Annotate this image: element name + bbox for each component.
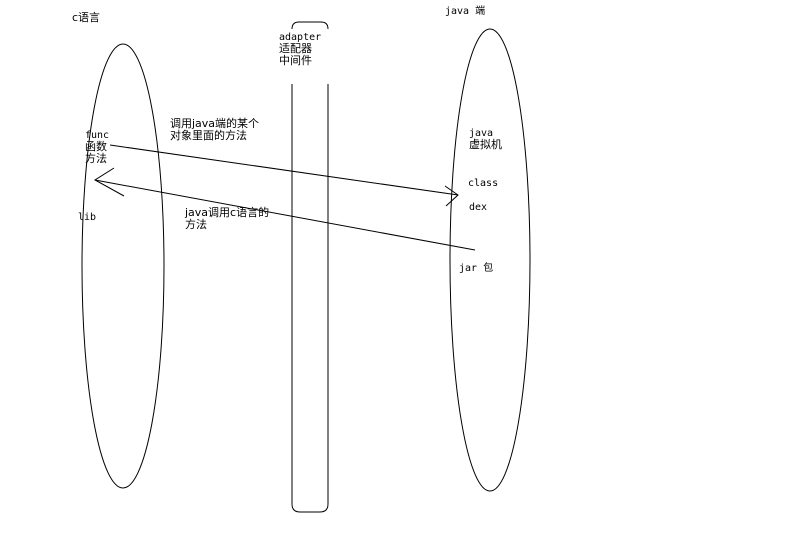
- c-to-java-label-2: 对象里面的方法: [170, 129, 247, 142]
- jar-label: jar 包: [459, 263, 494, 274]
- c-to-java-label-1: 调用java端的某个: [170, 117, 260, 130]
- java-vm-label: java: [469, 128, 494, 139]
- class-label: class: [468, 178, 499, 189]
- java-ellipse: [449, 28, 531, 492]
- java-to-c-label-1: java调用c语言的: [185, 206, 270, 219]
- arrowhead-c-to-java: [444, 185, 459, 207]
- java-to-c-label-2: 方法: [185, 218, 207, 231]
- c-language-ellipse: [81, 43, 165, 489]
- func-cn-label-1: 函数: [85, 140, 107, 153]
- c-language-title: c语言: [72, 11, 101, 24]
- adapter-cn-label-1: 适配器: [279, 42, 312, 55]
- arrow-c-to-java: [109, 144, 459, 196]
- func-cn-label-2: 方法: [85, 152, 107, 165]
- arrowhead-java-to-c: [94, 167, 125, 197]
- func-label: func: [85, 130, 110, 141]
- dex-label: dex: [469, 202, 488, 213]
- adapter-column: [291, 84, 329, 513]
- lib-label: lib: [78, 212, 97, 223]
- adapter-column-cap: [291, 21, 329, 30]
- arrow-java-to-c: [94, 179, 476, 251]
- adapter-cn-label-2: 中间件: [279, 54, 312, 67]
- vm-cn-label: 虚拟机: [469, 138, 502, 151]
- java-title: java 端: [445, 6, 486, 17]
- adapter-label: adapter: [279, 32, 322, 43]
